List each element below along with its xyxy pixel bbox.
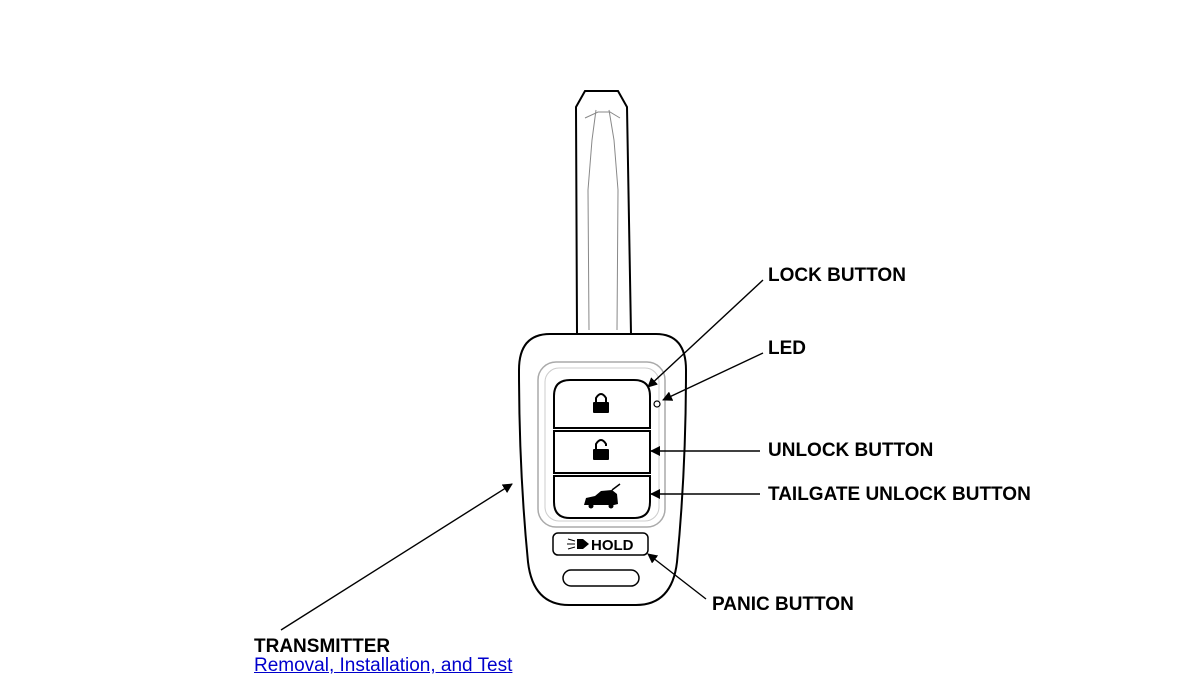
horn-lights-icon	[567, 538, 589, 550]
panic-button[interactable]: HOLD	[552, 532, 649, 556]
label-led: LED	[768, 338, 806, 359]
label-lock-button: LOCK BUTTON	[768, 265, 906, 286]
bottom-slot	[562, 569, 640, 587]
label-unlock-button: UNLOCK BUTTON	[768, 440, 934, 461]
led-indicator	[653, 400, 661, 408]
label-tailgate-unlock-button: TAILGATE UNLOCK BUTTON	[768, 484, 1031, 505]
label-panic-button: PANIC BUTTON	[712, 594, 854, 615]
locked-padlock-icon	[593, 393, 609, 413]
leader-panic-button	[647, 553, 707, 600]
leader-transmitter	[280, 483, 513, 631]
lock-button[interactable]	[553, 379, 651, 429]
unlock-button[interactable]	[553, 430, 651, 474]
leader-led	[662, 352, 764, 401]
tailgate-car-icon	[584, 483, 621, 509]
tailgate-unlock-button[interactable]	[553, 475, 651, 519]
removal-installation-test-link[interactable]: Removal, Installation, and Test	[254, 655, 513, 676]
label-transmitter: TRANSMITTER	[254, 636, 391, 657]
leader-lines	[280, 279, 764, 631]
leader-lock-button	[647, 279, 764, 388]
key-blade	[574, 90, 632, 335]
panic-button-label: HOLD	[591, 537, 634, 554]
unlocked-padlock-icon	[593, 439, 609, 460]
